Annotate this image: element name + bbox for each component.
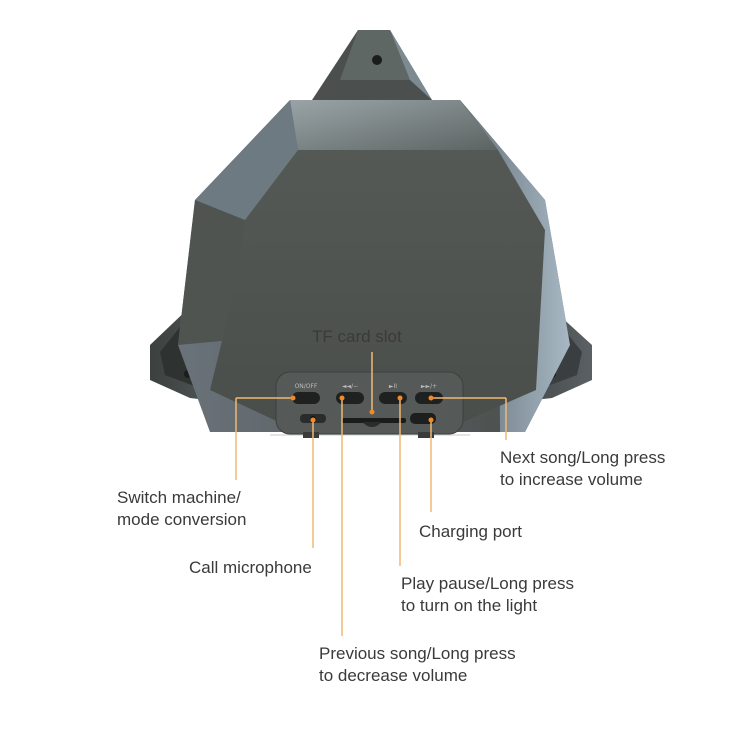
control-panel	[270, 371, 470, 438]
switch-mode-label: Switch machine/ mode conversion	[117, 488, 247, 529]
play-pause-label: Play pause/Long press to turn on the lig…	[401, 574, 574, 615]
next-song-label: Next song/Long press to increase volume	[500, 448, 666, 489]
tf-card-slot-label: TF card slot	[312, 327, 402, 346]
play-button-glyph: ►II	[389, 383, 397, 390]
leader-dots	[290, 395, 434, 423]
leader-lines	[235, 352, 507, 636]
previous-button-glyph: ◄◄/−	[342, 383, 358, 390]
previous-song-label: Previous song/Long press to decrease vol…	[319, 644, 516, 685]
top-pyramid	[312, 30, 432, 100]
call-microphone-label: Call microphone	[189, 558, 312, 577]
mode-button-glyph: ON/OFF	[295, 383, 318, 390]
previous-button[interactable]: ◄◄/−	[336, 383, 364, 404]
mode-button[interactable]: ON/OFF	[292, 383, 320, 404]
speaker-body	[178, 100, 570, 432]
tf-card-slot[interactable]	[342, 418, 406, 427]
charging-port-label: Charging port	[419, 522, 523, 541]
next-button-glyph: ►►/+	[421, 383, 437, 390]
